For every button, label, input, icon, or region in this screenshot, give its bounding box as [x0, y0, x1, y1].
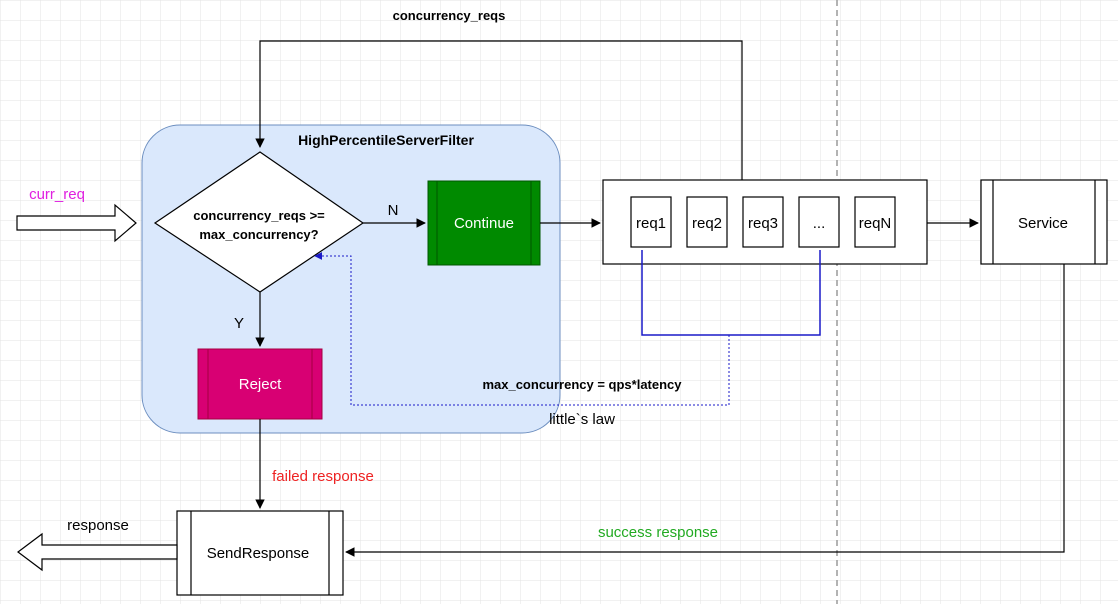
send-response-label: SendResponse — [207, 545, 310, 562]
failed-response-label: failed response — [272, 468, 374, 485]
formula-label: max_concurrency = qps*latency — [482, 377, 682, 392]
filter-title: HighPercentileServerFilter — [298, 132, 474, 148]
queue-item-label: req1 — [636, 215, 666, 232]
decision-text-line2: max_concurrency? — [199, 227, 318, 242]
queue-item-box[interactable] — [686, 196, 728, 248]
queue-item-label: req3 — [748, 215, 778, 232]
queue-item-box[interactable] — [742, 196, 784, 248]
decision-text-line1: concurrency_reqs >= — [193, 208, 325, 223]
concurrency-bracket[interactable] — [641, 250, 821, 336]
queue-item-box[interactable] — [854, 196, 896, 248]
service-box[interactable] — [980, 179, 1108, 265]
continue-label: Continue — [454, 215, 514, 232]
queue-item-label: reqN — [859, 215, 892, 232]
response-arrow[interactable] — [17, 532, 178, 572]
success-response-label: success response — [598, 524, 718, 541]
concurrency-loop-label: concurrency_reqs — [393, 8, 506, 23]
continue-box[interactable] — [427, 180, 541, 266]
concurrency-loop-edge[interactable] — [255, 40, 743, 180]
littles-law-label: little`s law — [549, 411, 615, 428]
curr-req-label: curr_req — [29, 186, 85, 203]
queue-item-label: req2 — [692, 215, 722, 232]
queue-item-box[interactable] — [630, 196, 672, 248]
queue-item-label: ... — [813, 215, 826, 232]
curr-req-arrow[interactable] — [16, 203, 137, 243]
no-branch-label: N — [388, 202, 399, 219]
feedback-edge[interactable] — [314, 252, 730, 406]
success-response-edge[interactable] — [345, 264, 1065, 557]
service-label: Service — [1018, 215, 1068, 232]
queue-item-box[interactable] — [798, 196, 840, 248]
reject-node[interactable]: Reject — [197, 348, 323, 420]
send-response-node[interactable]: SendResponse — [176, 510, 344, 596]
service-node[interactable]: Service — [980, 179, 1108, 265]
response-label: response — [67, 517, 129, 534]
queue-items: req1 req2 req3... reqN — [630, 196, 896, 248]
continue-node[interactable]: Continue — [427, 180, 541, 266]
reject-box[interactable] — [197, 348, 323, 420]
reject-label: Reject — [239, 376, 282, 393]
yes-branch-label: Y — [234, 315, 244, 332]
send-response-box[interactable] — [176, 510, 344, 596]
